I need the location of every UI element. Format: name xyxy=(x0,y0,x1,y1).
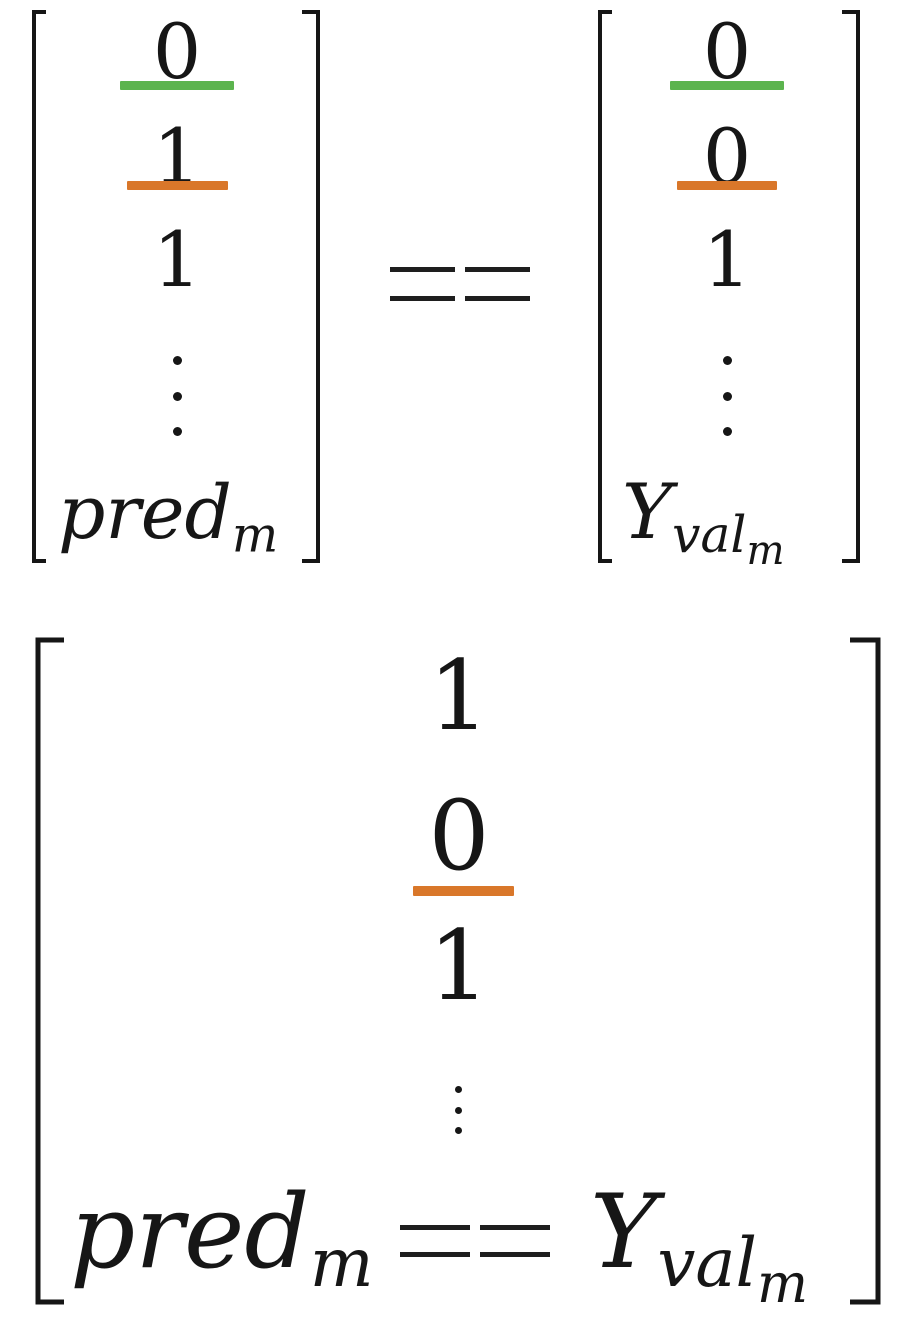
result-entry-3: 1 xyxy=(428,910,490,1022)
yval-entry-1: 0 xyxy=(702,7,752,96)
pred-entry-3: 1 xyxy=(152,215,202,304)
green-underline xyxy=(120,81,234,90)
yval-m-label: Yvalm xyxy=(590,1173,809,1315)
right-bracket xyxy=(842,10,860,563)
orange-underline xyxy=(413,886,514,896)
equality-operator xyxy=(390,267,530,301)
right-bracket xyxy=(302,10,320,563)
pred-equals-yval-label: predm xyxy=(70,1173,374,1302)
orange-underline xyxy=(127,181,228,190)
result-entry-2: 0 xyxy=(428,780,490,892)
vertical-ellipsis-icon xyxy=(450,1086,466,1134)
vertical-ellipsis-icon xyxy=(168,356,186,436)
left-bracket xyxy=(35,637,64,1305)
right-bracket xyxy=(850,637,881,1305)
green-underline xyxy=(670,81,784,90)
orange-underline xyxy=(677,181,777,190)
pred-m-label: predm xyxy=(58,470,279,564)
yval-m-label: Yvalm xyxy=(622,467,785,575)
pred-entry-1: 0 xyxy=(152,7,202,96)
left-bracket xyxy=(32,10,46,563)
left-bracket xyxy=(598,10,612,563)
result-entry-1: 1 xyxy=(428,640,490,752)
equality-operator xyxy=(400,1225,550,1257)
yval-entry-3: 1 xyxy=(702,215,752,304)
vertical-ellipsis-icon xyxy=(718,356,736,436)
